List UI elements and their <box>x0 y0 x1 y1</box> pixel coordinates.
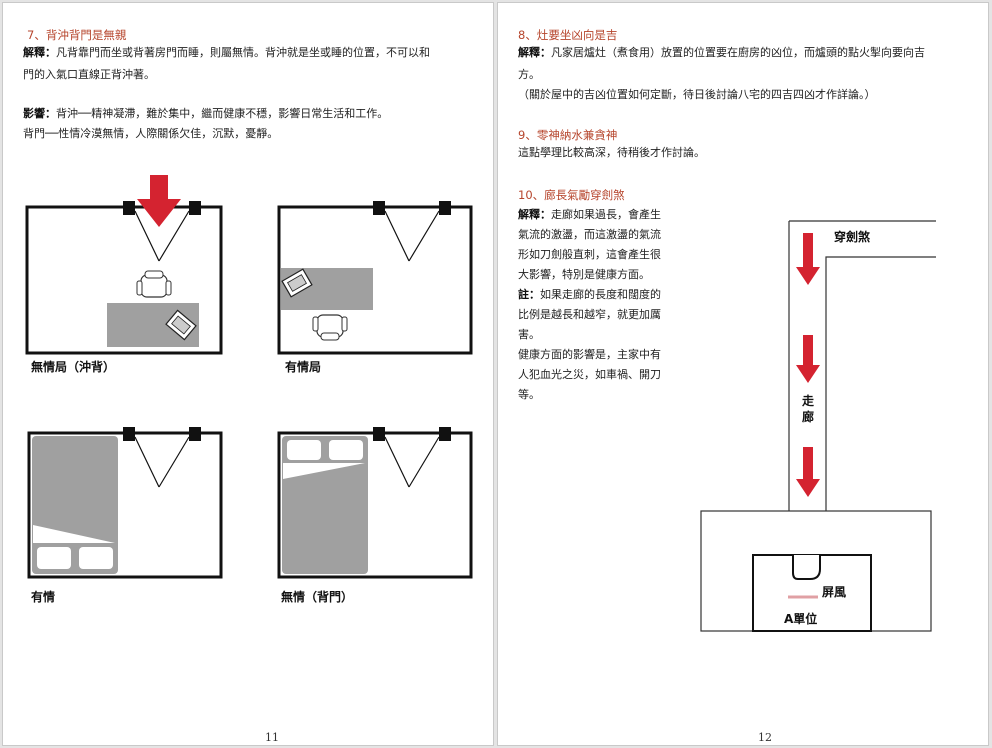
section-8-heading: 8、灶要坐凶向是吉 <box>518 28 618 42</box>
pillow-left <box>287 440 321 460</box>
red-arrow-1 <box>796 233 820 285</box>
section-10-line-3: 形如刀劍般直刺，這會產生很 <box>518 248 661 261</box>
section-9-body: 這點學理比較高深，待稍後才作討論。 <box>518 146 705 159</box>
pillow-right <box>329 440 363 460</box>
section-10-line-2: 氣流的激盪，而這激盪的氣流 <box>518 228 661 241</box>
corridor-label-2: 廊 <box>802 409 814 424</box>
explain-text-1: 凡家居爐灶（煮食用）放置的位置要在廚房的凶位，而爐頭的點火掣向要向吉 <box>551 46 925 59</box>
diagram-bed-with-feeling: 有情 <box>27 427 223 604</box>
section-10-note-line-2: 比例是越長和越窄，就更加厲 <box>518 308 661 321</box>
corridor-outline <box>788 220 936 511</box>
chair <box>312 314 348 341</box>
telephone-icon <box>165 309 197 341</box>
page-number: 12 <box>758 731 772 744</box>
red-arrow-3 <box>796 447 820 497</box>
door-hinge-right <box>189 201 201 215</box>
door-swing-left <box>384 436 410 488</box>
door-swing-left <box>134 210 160 262</box>
door-swing-right <box>408 436 440 488</box>
red-arrow-2 <box>796 335 820 383</box>
door-hinge-right <box>439 427 451 441</box>
door-swing-left <box>134 436 160 488</box>
pillow-left <box>37 547 71 569</box>
section-10-health-line-1: 健康方面的影響是，主家中有 <box>518 348 661 361</box>
diagram-no-feeling-back-rush: 無情局（沖背） <box>25 175 223 374</box>
door-hinge-right <box>439 201 451 215</box>
pillow-right <box>79 547 113 569</box>
door-hinge-left <box>373 201 385 215</box>
corridor-label-1: 走 <box>802 393 814 408</box>
section-7-explain-line-1: 解釋：凡背靠門而坐或背著房門而睡，則屬無情。背沖就是坐或睡的位置，不可以和 <box>23 43 430 63</box>
effect-text-1: 背沖──精神凝滯，難於集中，繼而健康不穩，影響日常生活和工作。 <box>56 107 389 120</box>
page-number: 11 <box>265 731 279 744</box>
section-10-line-1: 解釋：走廊如果過長，會產生 <box>518 205 661 225</box>
door-hinge-left <box>373 427 385 441</box>
door-swing-right <box>158 210 190 262</box>
door-notch <box>792 555 821 580</box>
unit-label: A單位 <box>784 611 817 626</box>
telephone-icon <box>281 268 313 298</box>
chair <box>136 270 172 298</box>
right-page: 8、灶要坐凶向是吉 解釋：凡家居爐灶（煮食用）放置的位置要在廚房的凶位，而爐頭的… <box>497 2 989 746</box>
section-7-explain-line-2: 門的入氣口直線正背沖著。 <box>23 68 155 81</box>
section-7-effect-line-1: 影響：背沖──精神凝滯，難於集中，繼而健康不穩，影響日常生活和工作。 <box>23 104 388 124</box>
section-10-note-line-1: 註：如果走廊的長度和闊度的 <box>518 285 661 305</box>
section-8-note-line: （關於屋中的吉凶位置如何定斷，待日後討論八宅的四吉四凶才作詳論。） <box>518 88 876 101</box>
door-swing-left <box>384 210 410 262</box>
explain-text-1: 凡背靠門而坐或背著房門而睡，則屬無情。背沖就是坐或睡的位置，不可以和 <box>56 46 430 59</box>
red-arrow <box>137 175 181 227</box>
note-text-1: 如果走廊的長度和闊度的 <box>540 288 661 301</box>
explain-label: 解釋： <box>518 208 551 221</box>
section-10-text-1: 走廊如果過長，會產生 <box>551 208 661 221</box>
door-hinge-left <box>123 201 135 215</box>
section-10-line-4: 大影響，特別是健康方面。 <box>518 268 650 281</box>
door-swing-right <box>158 436 190 488</box>
section-9-heading: 9、零神納水兼貪神 <box>518 128 618 142</box>
explain-label: 解釋： <box>518 46 551 59</box>
door-hinge-left <box>123 427 135 441</box>
door-swing-right <box>408 210 440 262</box>
section-10-health-line-2: 人犯血光之災，如車禍、開刀 <box>518 368 661 381</box>
section-10-health-line-3: 等。 <box>518 388 540 401</box>
section-10-heading: 10、廊長氣勵穿劍煞 <box>518 188 625 202</box>
diagram-3-caption: 有情 <box>31 589 55 604</box>
door-hinge-right <box>189 427 201 441</box>
section-10-note-line-3: 害。 <box>518 328 540 341</box>
diagram-1-caption: 無情局（沖背） <box>31 359 115 374</box>
section-8-explain-line-1: 解釋：凡家居爐灶（煮食用）放置的位置要在廚房的凶位，而爐頭的點火掣向要向吉 <box>518 43 925 63</box>
sword-label: 穿劍煞 <box>834 229 871 244</box>
section-7-effect-line-2: 背門──性情冷漠無情，人際關係欠佳，沉默，憂靜。 <box>23 127 279 140</box>
screen-label: 屏風 <box>821 585 846 599</box>
section-7-heading: 7、背沖背門是無親 <box>27 28 127 42</box>
effect-label: 影響： <box>23 107 56 120</box>
diagram-4-caption: 無情（背門） <box>281 589 353 604</box>
note-label: 註： <box>518 288 540 301</box>
corridor-diagram: 穿劍煞 走 廊 屏風 A單位 <box>700 220 936 632</box>
diagram-with-feeling: 有情局 <box>277 201 473 374</box>
left-page: 7、背沖背門是無親 解釋：凡背靠門而坐或背著房門而睡，則屬無情。背沖就是坐或睡的… <box>2 2 494 746</box>
explain-label: 解釋： <box>23 46 56 59</box>
bed-blanket-fold <box>33 525 115 543</box>
diagram-bed-no-feeling-back-door: 無情（背門） <box>277 427 473 604</box>
diagram-2-caption: 有情局 <box>285 359 321 374</box>
bed-blanket-fold <box>283 463 365 479</box>
section-8-explain-line-2: 方。 <box>518 68 540 81</box>
